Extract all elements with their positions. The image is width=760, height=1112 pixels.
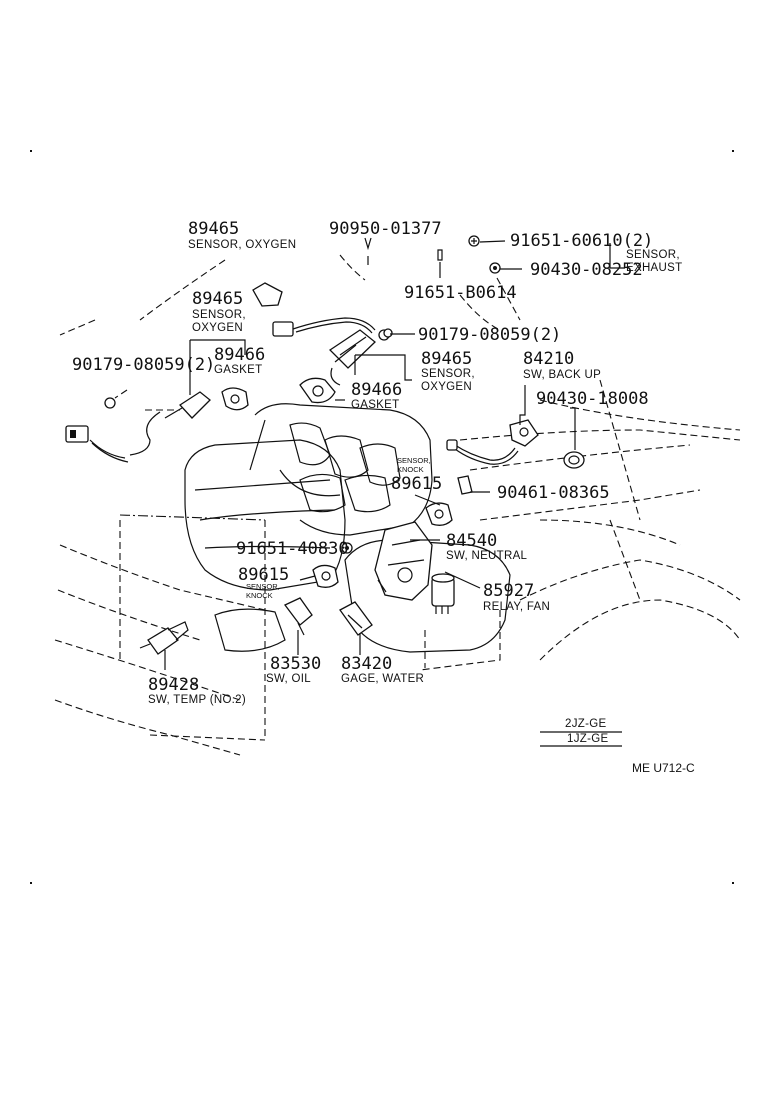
part-number: 89466 [351,380,402,400]
callout-89428: 89428 SW, TEMP (NO.2) [148,675,246,706]
washer-icon [104,328,393,554]
part-number: 89465 [421,349,472,369]
callout-90430-08252: SENSOR, 90430-08252 EXHAUST [530,249,682,280]
engine-outline [184,403,511,653]
gasket-left [221,387,249,411]
part-label: SW, OIL [266,673,311,685]
engine-code-first: 2JZ-GE [565,718,606,730]
clip-icon [364,237,443,261]
part-label: GASKET [351,399,399,411]
part-number: 90179-08059(2) [72,355,215,375]
washer-right [563,451,585,469]
part-number: 89466 [214,345,265,365]
fan-relay [431,573,455,614]
part-number: 90430-18008 [536,389,649,409]
neutral-switch [374,521,433,601]
part-label: SENSOR, [192,309,246,321]
part-label: SW, NEUTRAL [446,550,528,562]
part-number: 90950-01377 [329,219,442,239]
oil-switch [283,597,313,636]
part-number: 89615 [391,474,442,494]
nut-icon [489,262,501,274]
oxygen-sensor-mid [328,329,390,386]
part-number: 90430-08252 [530,260,643,280]
part-number: 85927 [483,581,534,601]
part-label: SW, TEMP (NO.2) [148,694,246,706]
callout-90430-18008: 90430-18008 [536,389,649,409]
part-number: 83420 [341,654,392,674]
callout-91651-60610: 91651-60610(2) [510,231,653,251]
part-label: SW, BACK UP [523,369,601,381]
callout-89615-lower: 89615 SENSOR, KNOCK [238,565,289,600]
callout-89465-left: 89465 SENSOR, OXYGEN [192,289,246,334]
part-number: 91651-60610(2) [510,231,653,251]
part-number: 84540 [446,531,497,551]
part-label: KNOCK [397,465,424,474]
part-label: OXYGEN [421,381,472,393]
callout-90461-08365: 90461-08365 [497,483,610,503]
part-label: SENSOR, [626,249,680,261]
part-number: 89465 [188,219,239,239]
part-label: SENSOR, [246,582,280,591]
callout-90179-right: 90179-08059(2) [418,325,561,345]
water-gage [339,601,373,636]
backup-switch [446,419,539,465]
callout-89615-upper: SENSOR, KNOCK 89615 [391,456,442,494]
part-label: RELAY, FAN [483,601,550,613]
part-number: 89428 [148,675,199,695]
part-number: 90179-08059(2) [418,325,561,345]
oxygen-sensor-top [252,282,376,337]
part-label: SENSOR, OXYGEN [188,239,296,251]
callout-89466-mid: 89466 GASKET [351,380,402,411]
callout-90179-left: 90179-08059(2) [72,355,215,375]
part-label: GAGE, WATER [341,673,424,685]
part-label: OXYGEN [192,322,243,334]
callout-83530: 83530 SW, OIL [266,654,321,685]
part-label: EXHAUST [626,262,682,274]
figure-reference: ME U712-C [632,761,695,775]
callout-84540: 84540 SW, NEUTRAL [446,531,528,562]
part-label: GASKET [214,364,262,376]
bolt-icon [468,235,480,247]
registration-marks [30,150,734,884]
callout-89466-left: 89466 GASKET [214,345,265,376]
part-number: 89465 [192,289,243,309]
callout-90950-01377: 90950-01377 [329,219,442,239]
callout-89465-top: 89465 SENSOR, OXYGEN [188,219,296,251]
part-number: 83530 [270,654,321,674]
oxygen-sensor-left [65,391,211,463]
part-number: 89615 [238,565,289,585]
part-label: SENSOR, [397,456,431,465]
body-outlines [54,379,741,756]
figure-ref-text: ME U712-C [632,761,695,775]
part-number: 84210 [523,349,574,369]
leader-lines [59,240,625,670]
callout-89465-mid: 89465 SENSOR, OXYGEN [421,349,475,393]
part-number: 91651-B0614 [404,283,517,303]
temp-switch [139,621,189,655]
callout-84210: 84210 SW, BACK UP [523,349,601,381]
knock-sensor-upper [425,475,473,526]
gasket-mid [299,377,336,404]
callout-85927: 85927 RELAY, FAN [483,581,550,613]
engine-codes: 2JZ-GE 1JZ-GE [540,718,622,747]
engine-code-second: 1JZ-GE [567,733,608,745]
part-number: 90461-08365 [497,483,610,503]
knock-sensor-lower [312,564,339,588]
part-label: SENSOR, [421,368,475,380]
callout-91651-b0614: 91651-B0614 [404,283,517,303]
part-number: 91651-40830 [236,539,349,559]
callout-91651-40830: 91651-40830 [236,539,349,559]
callout-83420: 83420 GAGE, WATER [341,654,424,685]
part-label: KNOCK [246,591,273,600]
